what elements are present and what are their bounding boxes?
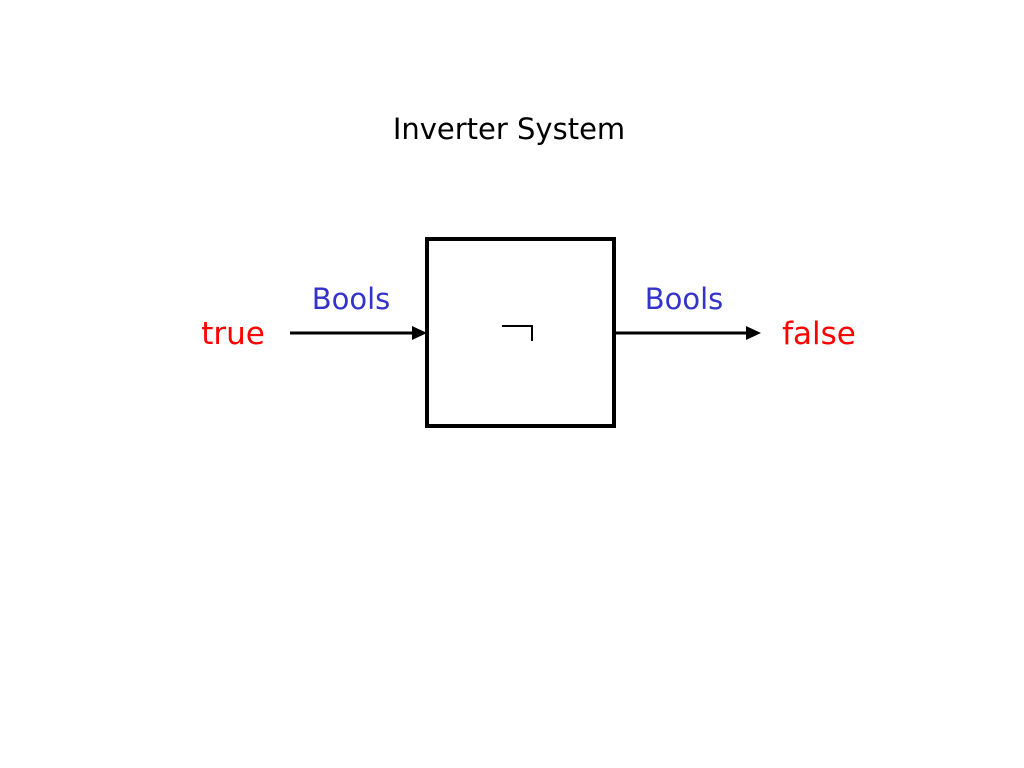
diagram-title: Inverter System — [393, 112, 625, 146]
negation-symbol-icon — [502, 325, 533, 341]
inverter-block — [425, 237, 616, 428]
output-type-label: Bools — [645, 282, 724, 316]
input-arrow — [290, 326, 427, 340]
input-arrowhead-icon — [412, 326, 427, 340]
output-arrow — [614, 326, 761, 340]
output-arrowhead-icon — [746, 326, 761, 340]
output-value-label: false — [782, 316, 856, 352]
input-value-label: true — [201, 316, 265, 352]
input-type-label: Bools — [312, 282, 391, 316]
